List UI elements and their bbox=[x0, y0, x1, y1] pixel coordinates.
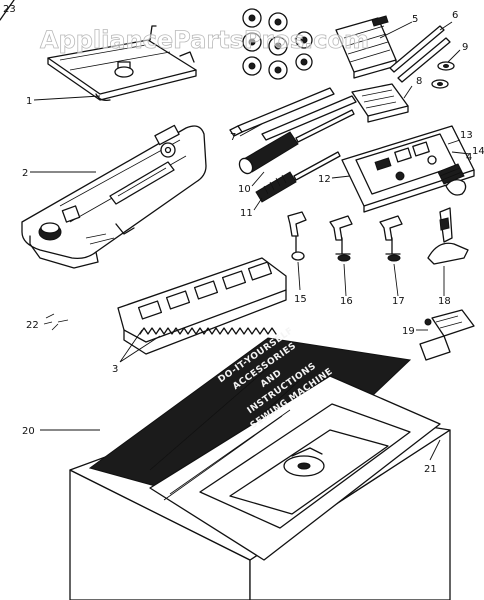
callout-2: 2 bbox=[22, 168, 28, 179]
callout-9: 9 bbox=[462, 42, 468, 53]
callout-8: 8 bbox=[416, 76, 422, 87]
part-19-bracket bbox=[419, 309, 475, 361]
callout-13: 13 bbox=[460, 130, 473, 141]
part-10-screwdriver bbox=[238, 109, 355, 175]
callout-11: 11 bbox=[240, 208, 253, 219]
callout-numbers: 1 2 3 4 5 6 7 8 9 10 11 12 13 14 15 16 1… bbox=[22, 10, 484, 475]
part-16-presser-foot bbox=[329, 215, 353, 262]
part-9-washers bbox=[431, 61, 455, 89]
part-7-tools bbox=[229, 87, 357, 141]
callout-15: 15 bbox=[294, 294, 307, 305]
part-22-screws bbox=[45, 313, 69, 331]
callout-21: 21 bbox=[424, 464, 437, 475]
part-6-screwdrivers bbox=[389, 25, 451, 83]
part-13-14-attachments bbox=[437, 163, 467, 196]
callout-10: 10 bbox=[238, 184, 251, 195]
part-15-presser-foot bbox=[287, 211, 307, 261]
callout-19: 19 bbox=[402, 326, 415, 337]
part-8-cam-box bbox=[351, 83, 409, 123]
part-20-21-case bbox=[69, 337, 451, 600]
callout-17: 17 bbox=[392, 296, 405, 307]
callout-4: 4 bbox=[466, 152, 472, 163]
callout-7: 7 bbox=[230, 132, 236, 143]
callout-1: 1 bbox=[26, 96, 32, 107]
part-18-presser-foot bbox=[427, 207, 469, 265]
watermark: AppliancePartsPros.com bbox=[40, 26, 369, 54]
callout-23: 23 bbox=[3, 4, 16, 15]
bobbins bbox=[242, 8, 313, 80]
callout-22: 22 bbox=[26, 320, 39, 331]
callout-14: 14 bbox=[472, 146, 484, 157]
part-17-presser-foot bbox=[379, 215, 403, 262]
part-1-plate bbox=[47, 25, 197, 102]
callout-3: 3 bbox=[112, 364, 118, 375]
leader-lines bbox=[30, 21, 471, 461]
part-12-foot-box bbox=[341, 125, 475, 213]
callout-6: 6 bbox=[452, 10, 458, 21]
part-5-needle-pack bbox=[335, 15, 397, 79]
callout-20: 20 bbox=[22, 426, 35, 437]
callout-16: 16 bbox=[340, 296, 353, 307]
part-11-brush bbox=[255, 151, 341, 203]
callout-5: 5 bbox=[412, 14, 418, 25]
callout-18: 18 bbox=[438, 296, 451, 307]
part-2-buttonhole-attachment bbox=[21, 124, 207, 269]
corner-mark: 23 bbox=[0, 0, 16, 21]
part-3-cam-holder bbox=[117, 257, 287, 355]
callout-12: 12 bbox=[318, 174, 331, 185]
